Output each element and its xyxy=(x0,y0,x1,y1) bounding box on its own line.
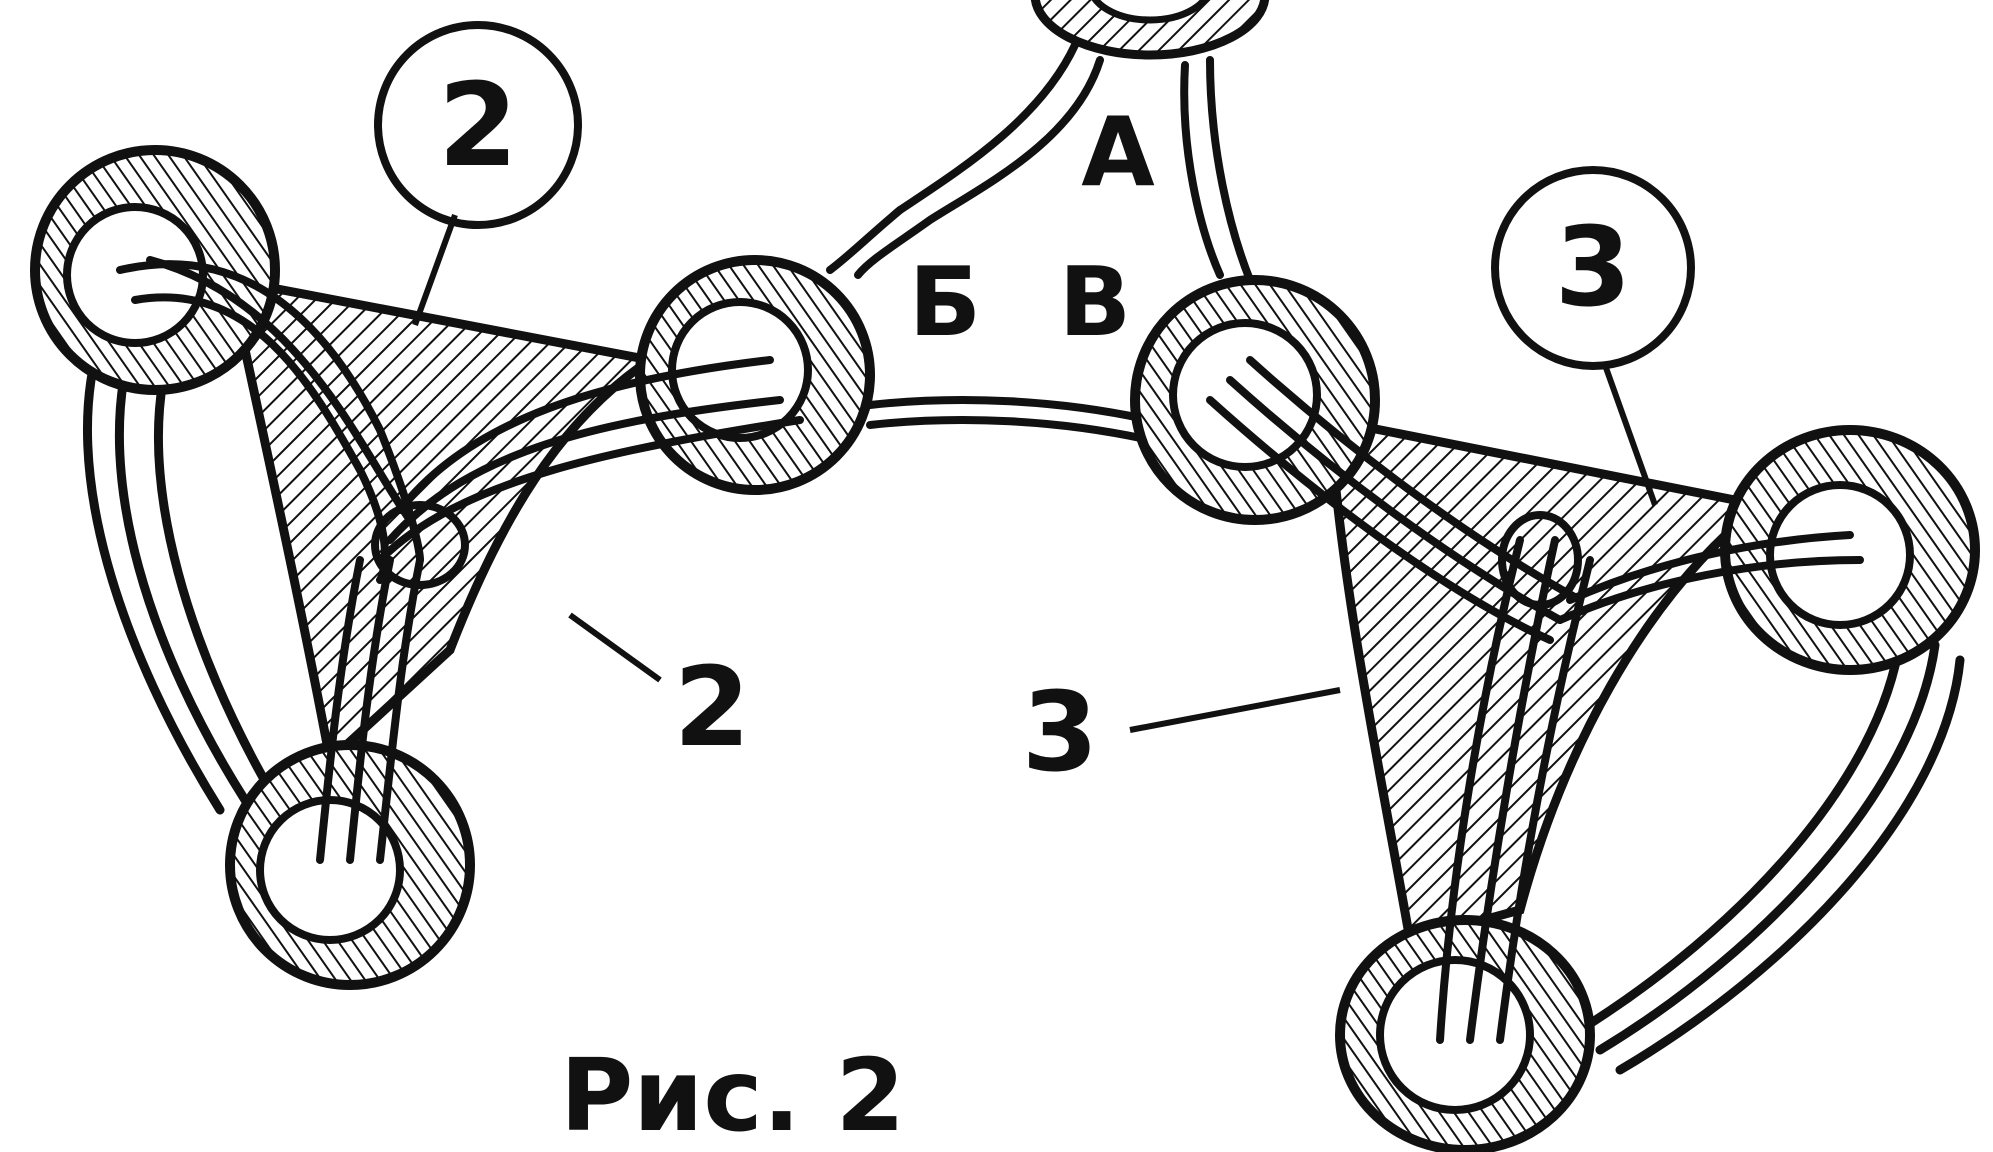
central-cord-bottom xyxy=(870,400,1150,440)
left-circled-callout: 2 xyxy=(378,25,578,325)
junction-label-b: Б xyxy=(909,248,981,358)
right-plain-callout: 3 xyxy=(1022,668,1340,796)
figure-caption: Рис. 2 xyxy=(560,1037,905,1152)
right-plain-label: 3 xyxy=(1022,668,1099,796)
top-ring xyxy=(1035,0,1265,55)
left-plain-label: 2 xyxy=(674,643,751,771)
right-circled-label: 3 xyxy=(1555,203,1632,331)
central-cord-left xyxy=(830,45,1100,275)
right-knot xyxy=(1135,280,1975,1150)
left-plain-callout: 2 xyxy=(570,615,750,771)
junction-label-a: А xyxy=(1081,98,1155,208)
left-knot xyxy=(35,150,870,985)
central-cord-right xyxy=(1184,60,1250,280)
junction-label-v: В xyxy=(1059,248,1131,358)
left-circled-label: 2 xyxy=(438,59,518,193)
